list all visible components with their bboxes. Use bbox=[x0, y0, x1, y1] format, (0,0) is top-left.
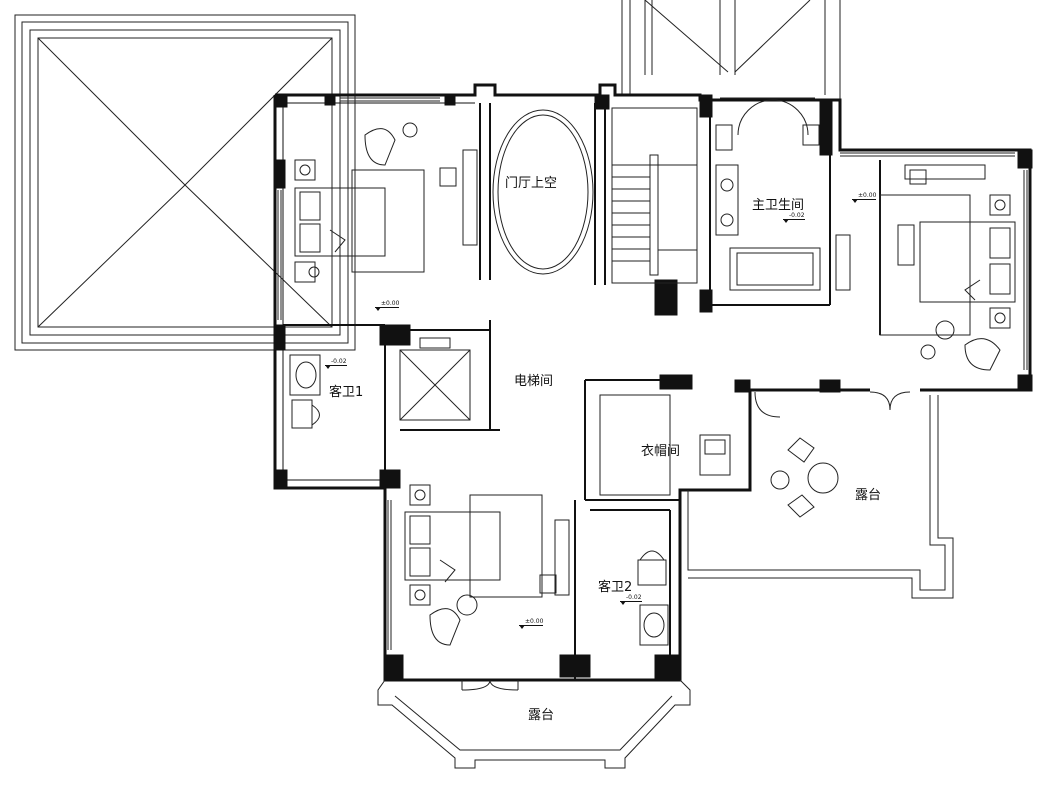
room-label-terrace-south: 露台 bbox=[528, 708, 555, 723]
room-label-terrace-east: 露台 bbox=[855, 488, 882, 503]
elevation-mark: -0.02 bbox=[620, 594, 642, 605]
elevation-mark: -0.02 bbox=[783, 212, 805, 223]
exterior-walls bbox=[273, 83, 1033, 682]
bed-sw bbox=[404, 484, 570, 646]
windows bbox=[277, 97, 1028, 650]
staircase bbox=[611, 107, 698, 284]
roof-north bbox=[621, 0, 841, 140]
elevation-mark: -0.02 bbox=[325, 358, 347, 369]
room-label-closet: 衣帽间 bbox=[641, 444, 681, 459]
bed-nw bbox=[294, 122, 478, 283]
room-label-foyer-void: 门厅上空 bbox=[505, 176, 558, 191]
room-label-guest-bath-1: 客卫1 bbox=[329, 385, 364, 400]
guest-bath-2-fixtures bbox=[637, 550, 669, 646]
room-label-guest-bath-2: 客卫2 bbox=[598, 580, 633, 595]
room-label-elevator: 电梯间 bbox=[514, 374, 554, 389]
room-label-master-bath: 主卫生间 bbox=[752, 198, 805, 213]
roof-west bbox=[14, 14, 356, 351]
elevation-mark: ±0.00 bbox=[375, 300, 400, 311]
terrace-east bbox=[687, 395, 954, 599]
elevation-mark: ±0.00 bbox=[852, 192, 877, 203]
guest-bath-1-fixtures bbox=[289, 354, 321, 429]
master-bath-fixtures bbox=[715, 99, 821, 291]
interior-walls bbox=[283, 100, 881, 680]
bed-ne bbox=[835, 164, 1016, 371]
foyer-void bbox=[492, 109, 594, 275]
elevator-shaft bbox=[399, 337, 471, 421]
elevation-mark: ±0.00 bbox=[519, 618, 544, 629]
closet-fixtures bbox=[599, 394, 731, 496]
terrace-south bbox=[377, 679, 691, 769]
